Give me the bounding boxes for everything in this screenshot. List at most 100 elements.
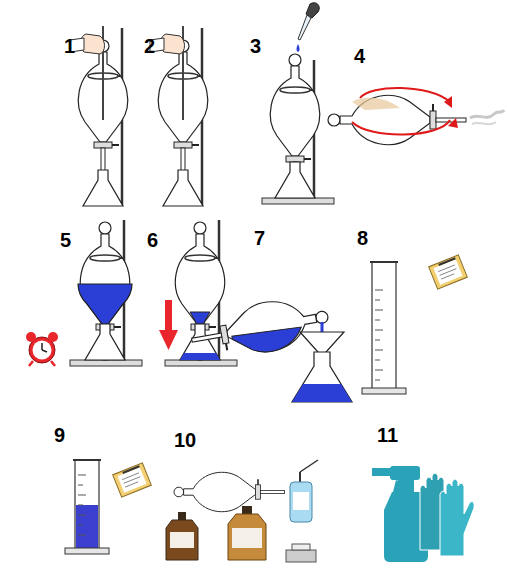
- step7-figure: [188, 292, 332, 365]
- step8-figure: [375, 290, 383, 380]
- step8-figure: [370, 261, 398, 263]
- step6-figure: [165, 360, 237, 366]
- step8-figure: [439, 258, 456, 265]
- step9-figure: [123, 466, 140, 473]
- step5-figure: [29, 361, 33, 366]
- step4-figure: [448, 118, 458, 128]
- step6-figure: [159, 330, 178, 350]
- step7-figure: [292, 352, 352, 402]
- step8-figure: [362, 255, 467, 394]
- step2-figure: [150, 26, 208, 206]
- step9-figure: [75, 460, 99, 550]
- small-balance: [292, 544, 310, 550]
- step-number: 8: [357, 228, 368, 248]
- brown-bottle: [242, 506, 252, 514]
- step6-figure: [180, 353, 220, 360]
- small-balance: [286, 550, 316, 562]
- step4-figure: [470, 110, 504, 118]
- step5-figure: [26, 332, 36, 342]
- step-number: 1: [64, 36, 75, 56]
- step8-figure: [372, 262, 396, 390]
- step5-figure: [90, 255, 120, 261]
- step1-figure: [83, 170, 123, 206]
- step-number: 7: [254, 228, 265, 248]
- step5-figure: [33, 341, 52, 360]
- step3-figure: [280, 87, 310, 93]
- step6-figure: [165, 300, 172, 332]
- step9-figure: [73, 459, 101, 461]
- step5-figure: [26, 220, 142, 366]
- step8-figure: [362, 388, 406, 394]
- step4-figure: [328, 88, 504, 145]
- step9-figure: [65, 460, 151, 554]
- step1-figure: [118, 75, 122, 77]
- step11-figure: [372, 466, 474, 562]
- step3-figure: [275, 162, 315, 198]
- step-number: 5: [60, 230, 71, 250]
- spray-bottle: [390, 466, 420, 480]
- step1-figure: [70, 26, 128, 206]
- step-number: 10: [174, 430, 196, 450]
- amber-bottle: [178, 512, 186, 520]
- step4-figure: [444, 96, 452, 108]
- spray-bottle: [398, 480, 414, 492]
- step5-figure: [41, 343, 43, 350]
- step8-figure: [429, 255, 468, 289]
- step2-figure: [163, 170, 203, 206]
- wash-bottle: [300, 460, 318, 472]
- step4-figure: [352, 98, 400, 110]
- step10-figure: [166, 460, 318, 562]
- amber-bottle: [166, 520, 198, 560]
- amber-bottle: [170, 532, 194, 548]
- step3-figure: [262, 3, 334, 204]
- step5-figure: [70, 360, 142, 366]
- step6-figure: [185, 255, 215, 261]
- gloves: [440, 479, 474, 556]
- gloves: [420, 473, 474, 556]
- step7-figure: [232, 324, 305, 358]
- step9-figure: [118, 467, 147, 493]
- step2-figure: [198, 75, 202, 77]
- brown-bottle: [228, 506, 266, 560]
- step5-figure: [51, 361, 55, 366]
- wash-bottle: [290, 460, 318, 522]
- wash-bottle: [299, 472, 301, 482]
- step-number: 9: [54, 425, 65, 445]
- amber-bottle: [166, 512, 198, 560]
- step8-figure: [438, 265, 458, 279]
- step5-figure: [85, 324, 125, 360]
- step5-figure: [48, 332, 58, 342]
- step9-figure: [78, 475, 86, 535]
- step9-figure: [65, 548, 109, 554]
- step8-figure: [429, 255, 468, 289]
- wash-bottle: [293, 492, 309, 510]
- wash-bottle: [290, 482, 312, 522]
- step-number: 4: [354, 46, 365, 66]
- step-number: 6: [147, 230, 158, 250]
- step9-figure: [76, 505, 98, 549]
- step-number: 11: [377, 425, 398, 445]
- step4-figure: [352, 120, 450, 135]
- brown-bottle: [232, 528, 262, 548]
- step5-figure: [120, 257, 124, 259]
- small-balance: [286, 544, 316, 562]
- brown-bottle: [228, 514, 266, 560]
- step3-figure: [297, 44, 300, 52]
- spray-bottle: [372, 468, 392, 476]
- step6-figure: [215, 257, 219, 259]
- step10-figure: [174, 472, 284, 511]
- step5-figure: [78, 284, 132, 324]
- step3-figure: [298, 15, 311, 40]
- step5-figure: [42, 350, 47, 352]
- step4-figure: [472, 122, 496, 124]
- step7-figure: [292, 384, 352, 402]
- step8-figure: [434, 259, 463, 285]
- step-number: 3: [250, 36, 261, 56]
- step4-figure: [360, 88, 450, 102]
- step3-figure: [262, 198, 334, 204]
- step3-figure: [310, 89, 314, 91]
- step6-figure: [180, 324, 220, 360]
- step-number: 2: [144, 36, 155, 56]
